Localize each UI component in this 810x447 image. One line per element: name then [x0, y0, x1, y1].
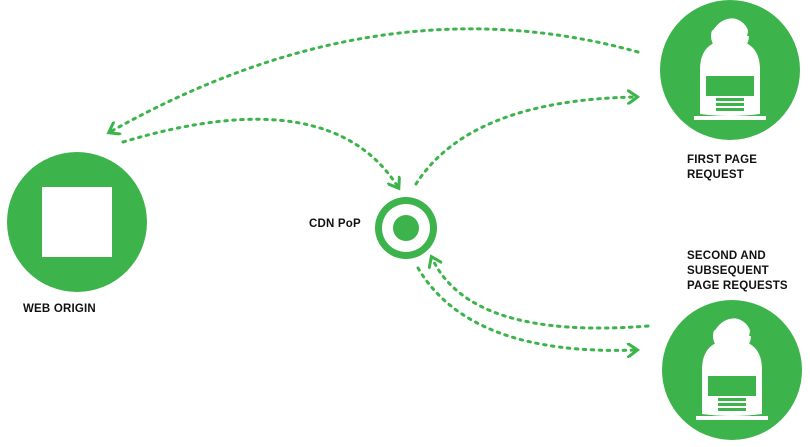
- arrow-second-to-cdn: [432, 258, 650, 330]
- arrow-cdn-to-first: [414, 97, 636, 186]
- arrow-cdn-to-second: [416, 266, 636, 350]
- first-request-user-node: [660, 0, 800, 140]
- second-request-user-node: [662, 300, 802, 440]
- arrow-first-to-origin: [110, 27, 640, 132]
- first-request-label: FIRST PAGE REQUEST: [687, 154, 758, 181]
- web-origin-label: WEB ORIGIN: [23, 303, 96, 315]
- arrow-origin-to-cdn: [121, 117, 398, 187]
- second-request-label: SECOND AND SUBSEQUENT PAGE REQUESTS: [687, 250, 788, 292]
- cdn-pop-label: CDN PoP: [309, 218, 361, 230]
- server-square-icon: [42, 187, 112, 257]
- target-ring-icon: [393, 215, 419, 241]
- cdn-pop-node: [375, 197, 437, 259]
- web-origin-node: [7, 152, 147, 292]
